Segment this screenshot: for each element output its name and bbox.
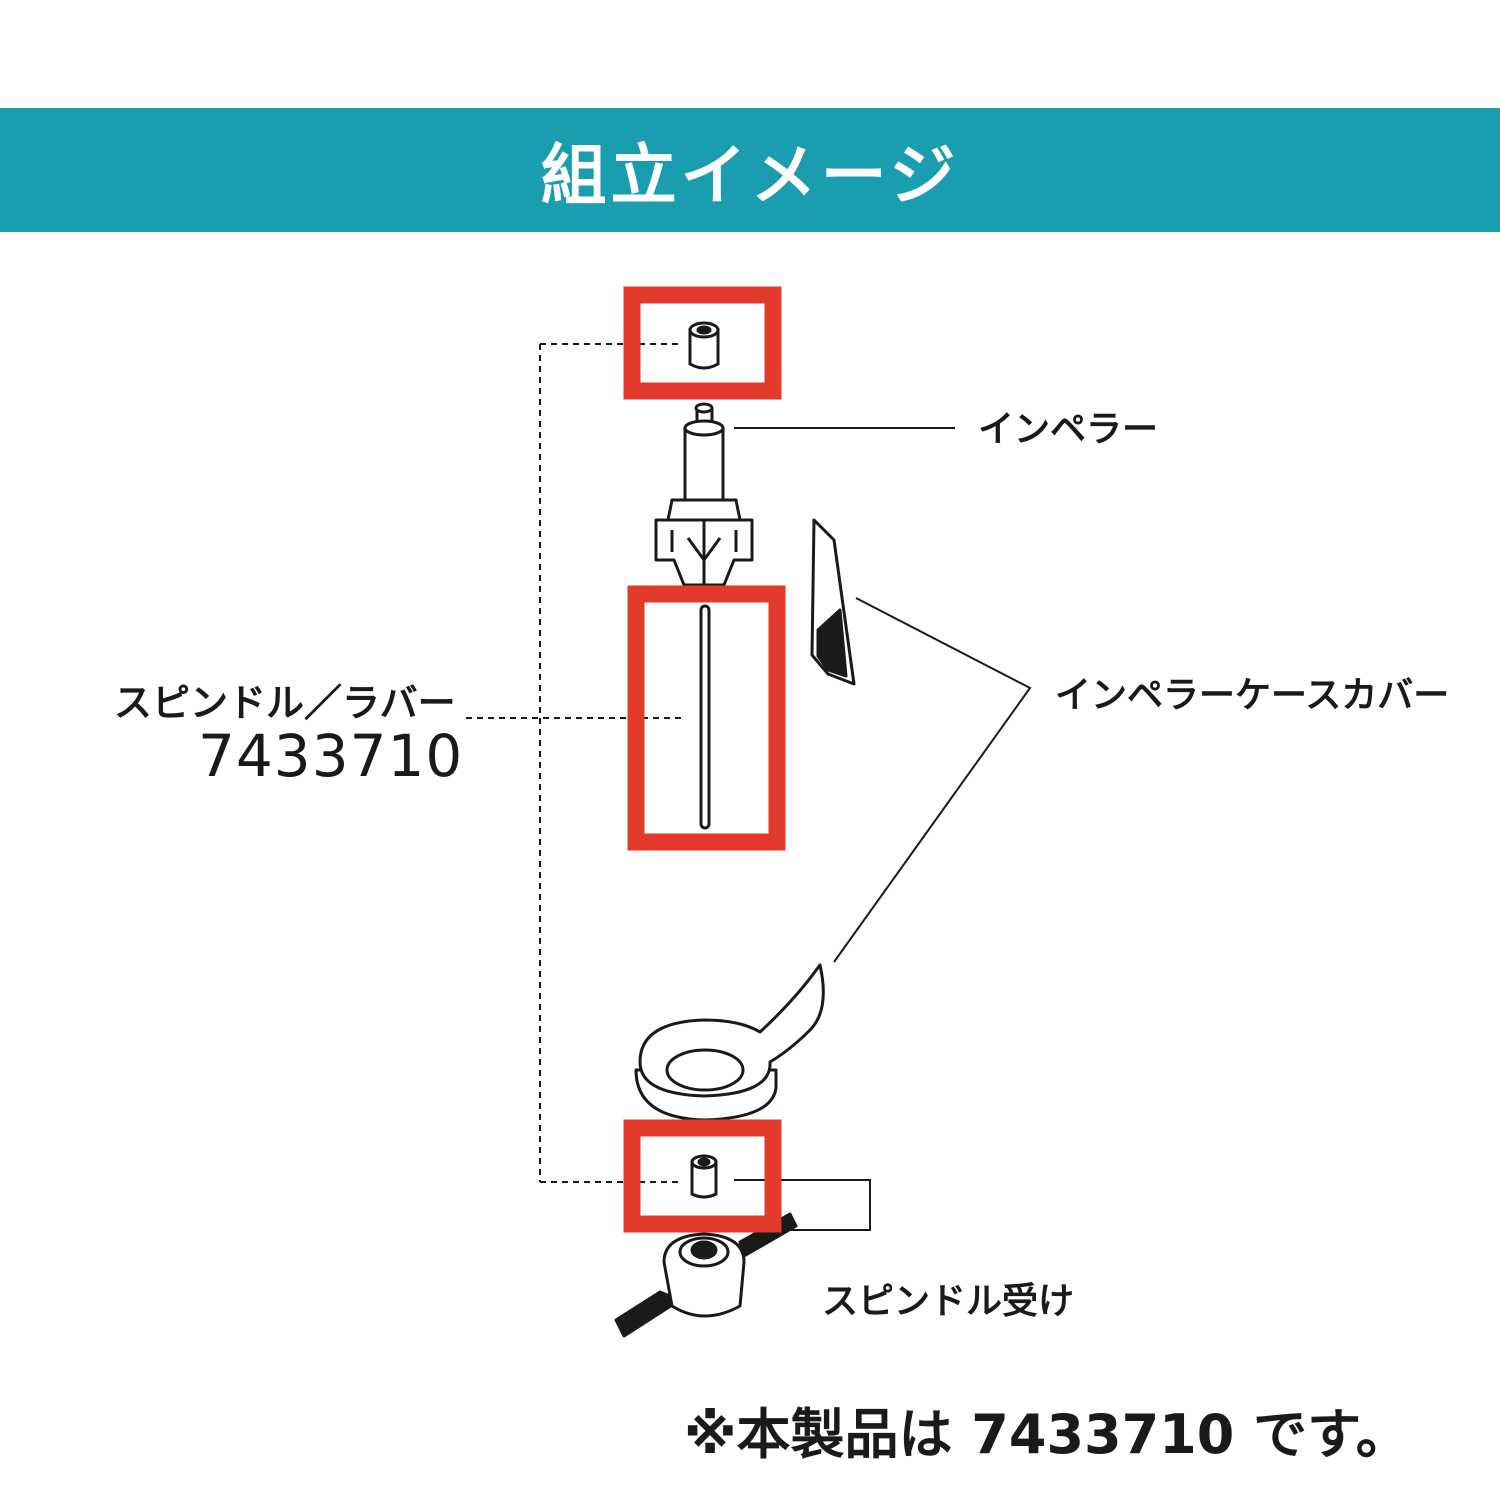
impeller-case-cover-part — [810, 518, 856, 686]
highlight-top-rubber — [623, 286, 782, 400]
label-spindle-rubber: スピンドル／ラバー — [114, 681, 456, 725]
label-part-number: 7433710 — [198, 722, 464, 790]
case-cover-ring-part — [634, 963, 825, 1122]
top-rubber-part — [688, 321, 720, 370]
highlight-bottom-rubber — [623, 1119, 782, 1233]
header-banner: 組立イメージ — [0, 108, 1500, 232]
spindle-receiver-part — [614, 1212, 798, 1338]
page-title: 組立イメージ — [540, 137, 960, 214]
product-footnote: ※本製品は 7433710 です。 — [684, 1403, 1410, 1466]
label-impeller: インペラー — [978, 409, 1159, 450]
leader-lines — [734, 427, 1032, 1231]
label-impeller-case-cover: インペラーケースカバー — [1055, 675, 1450, 716]
label-spindle-receiver: スピンドル受け — [822, 1281, 1075, 1322]
bottom-rubber-part — [690, 1154, 718, 1199]
impeller-part — [654, 402, 754, 587]
spindle-rod-part — [699, 604, 711, 830]
highlight-spindle — [627, 585, 786, 851]
highlight-boxes — [623, 286, 786, 1233]
dashed-bracket — [466, 343, 684, 1183]
